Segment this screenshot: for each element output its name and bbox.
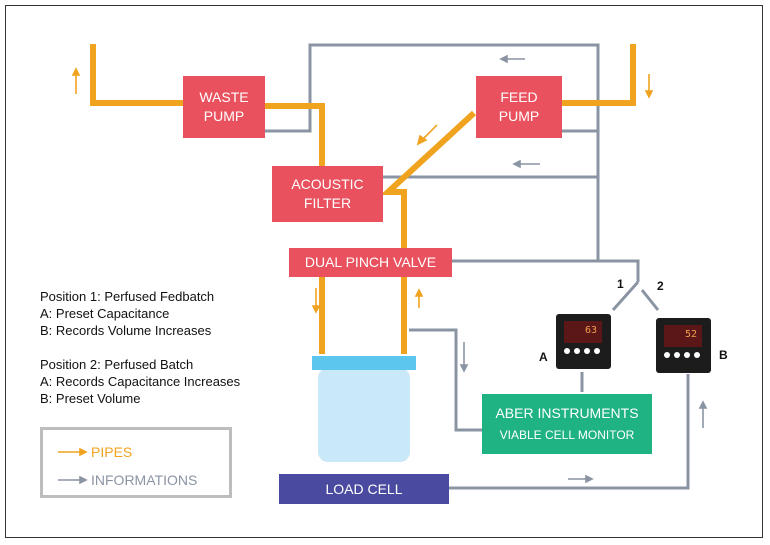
diagram-frame <box>5 5 763 538</box>
acoustic-filter: ACOUSTIC FILTER <box>272 166 383 222</box>
viable-cell-monitor: ABER INSTRUMENTS VIABLE CELL MONITOR <box>482 394 652 454</box>
legend-pipes: PIPES <box>91 444 133 460</box>
monitor-b-buttons <box>664 352 700 358</box>
monitor-b-dot <box>674 352 680 358</box>
aber-subtitle: VIABLE CELL MONITOR <box>499 427 635 442</box>
info-arrow-loadcell-head <box>585 474 594 484</box>
switch-position-2: 2 <box>657 279 664 293</box>
info-line-loadcell <box>448 374 690 490</box>
pipe-lines <box>58 44 636 453</box>
position-2-notes: Position 2: Perfused Batch A: Records Ca… <box>40 356 240 407</box>
pipe-feed-diagonal <box>380 110 477 251</box>
info-line-aber <box>409 328 482 432</box>
load-cell: LOAD CELL <box>279 474 449 504</box>
monitor-a-dot <box>584 348 590 354</box>
legend-informations: INFORMATIONS <box>91 472 198 488</box>
pos2-a: A: Records Capacitance Increases <box>40 374 241 389</box>
pos2-title: Position 2: Perfused Batch <box>40 357 194 372</box>
info-arrow-mid-head <box>512 159 521 169</box>
waste-pump: WASTE PUMP <box>183 76 265 138</box>
aber-title: ABER INSTRUMENTS <box>495 404 639 421</box>
pipe-arrow-down-valve-head <box>311 305 321 314</box>
information-lines <box>265 43 690 490</box>
monitor-b-screen: 52 <box>664 325 702 347</box>
monitor-a-dot <box>594 348 600 354</box>
pipe-arrows <box>71 67 654 457</box>
legend-box <box>40 427 232 498</box>
monitor-b: 52 <box>656 318 711 373</box>
info-line-switch-1 <box>611 281 640 311</box>
position-1-notes: Position 1: Perfused Fedbatch A: Preset … <box>40 288 214 339</box>
monitor-a-label: A <box>539 350 548 364</box>
info-arrow-aber-head <box>459 364 469 373</box>
feed-pump-label: FEED PUMP <box>498 89 540 124</box>
acoustic-filter-label: ACOUSTIC FILTER <box>291 176 364 211</box>
load-cell-label: LOAD CELL <box>325 480 403 497</box>
pipe-filter-waste <box>265 103 325 168</box>
monitor-a: 63 <box>556 314 611 369</box>
monitor-a-dot <box>574 348 580 354</box>
switch-position-1: 1 <box>617 277 624 291</box>
info-arrow-top-head <box>499 54 508 64</box>
dual-pinch-valve: DUAL PINCH VALVE <box>289 248 452 277</box>
vessel-top <box>312 356 416 370</box>
dual-pinch-valve-label: DUAL PINCH VALVE <box>304 254 437 270</box>
info-line-switch-2 <box>640 289 660 311</box>
pipe-arrow-up-left-head <box>71 67 81 76</box>
pipe-feed-in <box>562 44 636 106</box>
pipe-arrow-down-right-head <box>644 90 654 99</box>
info-line-valve <box>452 259 640 282</box>
monitor-b-dot <box>694 352 700 358</box>
vessel-body <box>318 368 410 462</box>
feed-pump: FEED PUMP <box>476 76 562 138</box>
information-arrows <box>58 54 708 485</box>
monitor-a-screen: 63 <box>564 321 602 343</box>
legend-info-arrow-head <box>79 475 88 485</box>
info-line-top-loop <box>265 43 600 260</box>
pos1-a: A: Preset Capacitance <box>40 306 170 321</box>
info-arrow-b-head <box>698 400 708 409</box>
pipe-arrow-diagonal-head <box>416 134 428 146</box>
pos1-b: B: Records Volume Increases <box>40 323 212 338</box>
pos2-b: B: Preset Volume <box>40 391 141 406</box>
monitor-a-dot <box>564 348 570 354</box>
legend-pipe-arrow-head <box>79 447 88 457</box>
monitor-b-dot <box>684 352 690 358</box>
monitor-a-buttons <box>564 348 600 354</box>
pipe-arrow-up-valve-head <box>414 288 424 297</box>
pos1-title: Position 1: Perfused Fedbatch <box>40 289 215 304</box>
monitor-b-dot <box>664 352 670 358</box>
waste-pump-label: WASTE PUMP <box>199 89 249 124</box>
pipe-waste-out <box>90 44 183 106</box>
monitor-b-label: B <box>719 348 728 362</box>
pipe-arrow-diagonal <box>423 124 438 139</box>
